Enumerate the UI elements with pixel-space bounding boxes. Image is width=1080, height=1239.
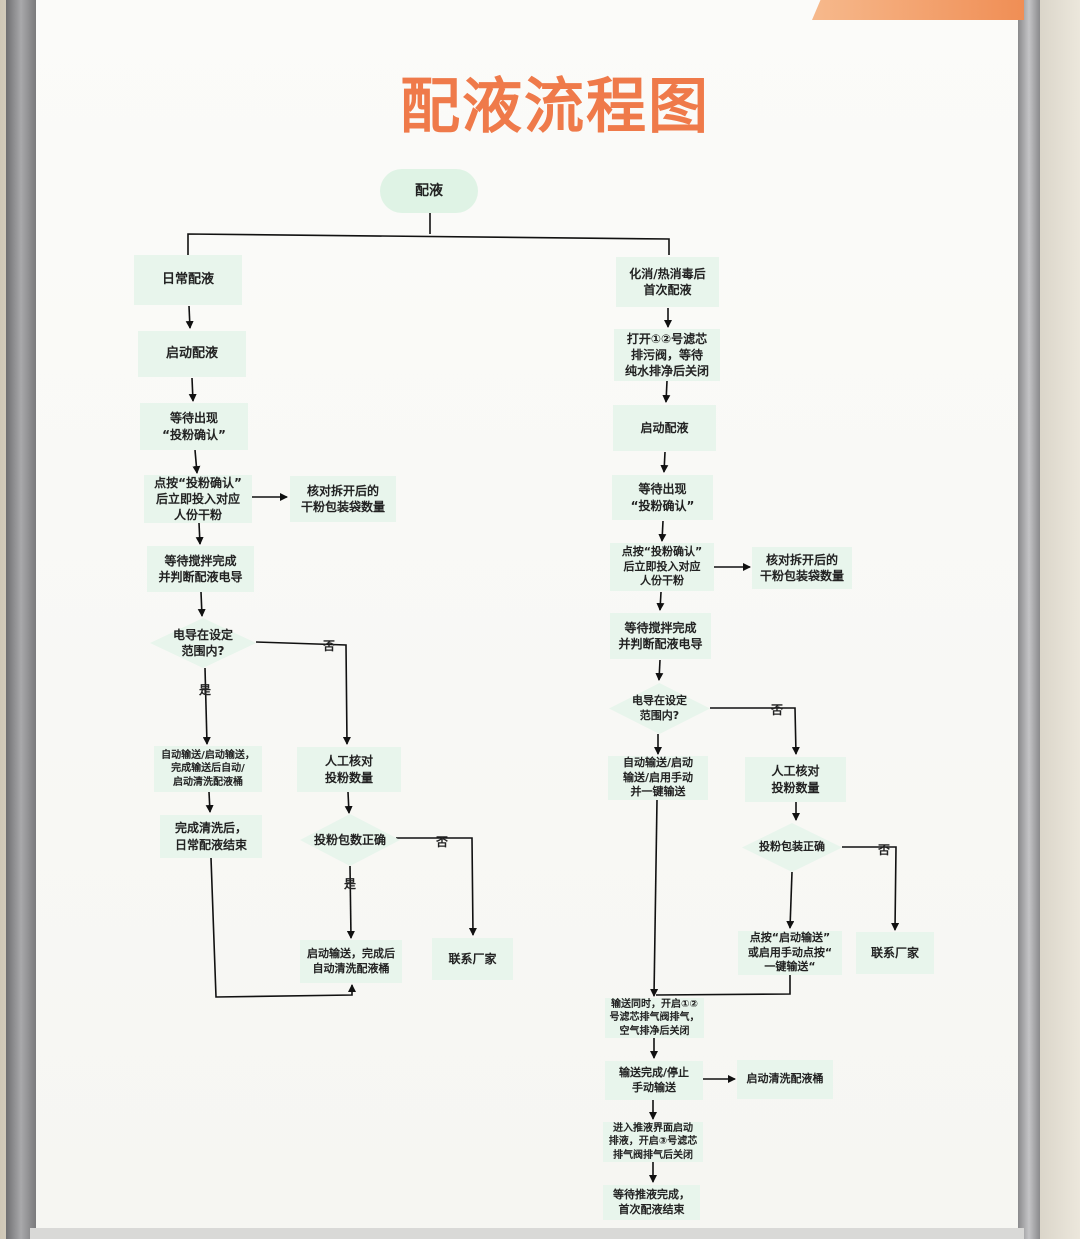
- wait-stirring-node-right: 等待搅拌完成 并判断配液电导: [610, 613, 711, 659]
- connector: [396, 837, 477, 936]
- delivery-complete-node: 输送完成/停止 手动输送: [605, 1061, 703, 1100]
- connector: [197, 591, 206, 617]
- powder-pack-decision-label-right: 投粉包装正确: [759, 840, 825, 854]
- first-mix-after-disinfection-node: 化消/热消毒后 首次配液: [616, 257, 719, 307]
- contact-vendor-node: 联系厂家: [432, 938, 513, 980]
- auto-delivery-node-right: 自动输送/启动 输送/启用手动 并一键输送: [608, 756, 708, 800]
- press-powder-confirm-node-right: 点按“投粉确认” 后立即投入对应 人份干粉: [610, 543, 714, 591]
- powder-pack-decision-right: 投粉包装正确: [742, 823, 842, 872]
- connector: [195, 522, 204, 545]
- yes-label-2: 是: [344, 877, 357, 891]
- manual-check-node: 人工核对 投粉数量: [297, 747, 401, 792]
- connector: [202, 667, 211, 745]
- no-label-2: 否: [436, 835, 449, 849]
- board-bottom-edge: [30, 1228, 1024, 1239]
- connector: [660, 451, 669, 473]
- start-delivery-node: 启动输送，完成后 自动清洗配液桶: [300, 940, 402, 983]
- start-mixing-node: 启动配液: [138, 331, 246, 377]
- contact-vendor-node-right: 联系厂家: [856, 932, 934, 974]
- conductivity-decision: 电导在设定 范围内?: [150, 618, 256, 668]
- open-filter-drain-node: 打开①②号滤芯 排污阀，等待 纯水排净后关闭: [614, 329, 720, 381]
- first-mix-complete-node: 等待推液完成， 首次配液结束: [603, 1185, 700, 1220]
- connector: [255, 641, 351, 745]
- connector: [655, 975, 791, 996]
- yes-label: 是: [199, 683, 212, 697]
- connector: [786, 871, 795, 929]
- connector: [185, 305, 194, 329]
- conductivity-decision-right: 电导在设定 范围内?: [609, 683, 710, 734]
- powder-count-decision-label: 投粉包数正确: [313, 832, 386, 847]
- daily-mix-node: 日常配液: [134, 255, 242, 305]
- connector: [346, 865, 355, 939]
- conductivity-decision-label-right: 电导在设定 范围内?: [632, 693, 687, 722]
- press-start-delivery-node: 点按“启动输送” 或启用手动点按“ 一键输送“: [738, 931, 842, 975]
- check-powder-bags-node-right: 核对拆开后的 干粉包装袋数量: [752, 547, 852, 589]
- no-label-right: 否: [771, 703, 784, 717]
- no-label: 否: [323, 639, 336, 653]
- powder-count-decision: 投粉包数正确: [300, 814, 400, 866]
- connector: [842, 846, 900, 931]
- board-frame-right: [1018, 0, 1040, 1239]
- start-node: 配液: [380, 169, 478, 213]
- connector: [205, 791, 214, 813]
- start-mixing-node-right: 启动配液: [613, 405, 716, 451]
- open-filter-vent-node: 输送同时，开启①② 号滤芯排气阀排气， 空气排净后关闭: [605, 998, 704, 1038]
- wait-powder-confirm-node: 等待出现 “投粉确认”: [140, 403, 248, 450]
- board-frame-left: [6, 0, 36, 1239]
- connector: [650, 799, 659, 997]
- conductivity-decision-label: 电导在设定 范围内?: [172, 627, 233, 658]
- wait-powder-confirm-node-right: 等待出现 “投粉确认”: [612, 475, 713, 520]
- connector: [662, 380, 671, 403]
- enter-drain-node: 进入推液界面启动 排液，开启③号滤芯 排气阀排气后关闭: [603, 1122, 703, 1162]
- check-powder-bags-node: 核对拆开后的 干粉包装袋数量: [290, 476, 396, 522]
- connector: [188, 377, 197, 402]
- connector: [655, 659, 664, 681]
- connector: [656, 591, 665, 611]
- connector: [658, 520, 667, 542]
- page-title: 配液流程图: [400, 72, 710, 142]
- connector: [710, 707, 800, 755]
- manual-check-node-right: 人工核对 投粉数量: [745, 757, 846, 802]
- press-powder-confirm-node: 点按“投粉确认” 后立即投入对应 人份干粉: [144, 475, 252, 523]
- connector: [192, 449, 201, 474]
- connector: [344, 791, 353, 814]
- wait-stirring-node: 等待搅拌完成 并判断配液电导: [147, 546, 254, 592]
- start-clean-bucket-node: 启动清洗配液桶: [737, 1060, 833, 1099]
- no-label-2-right: 否: [878, 843, 891, 857]
- connector: [210, 857, 356, 998]
- connector: [187, 233, 670, 255]
- orange-banner: [812, 0, 1024, 20]
- cleaning-done-node: 完成清洗后， 日常配液结束: [160, 815, 262, 858]
- auto-delivery-node: 自动输送/启动输送， 完成输送后自动/ 启动清洗配液桶: [154, 746, 262, 792]
